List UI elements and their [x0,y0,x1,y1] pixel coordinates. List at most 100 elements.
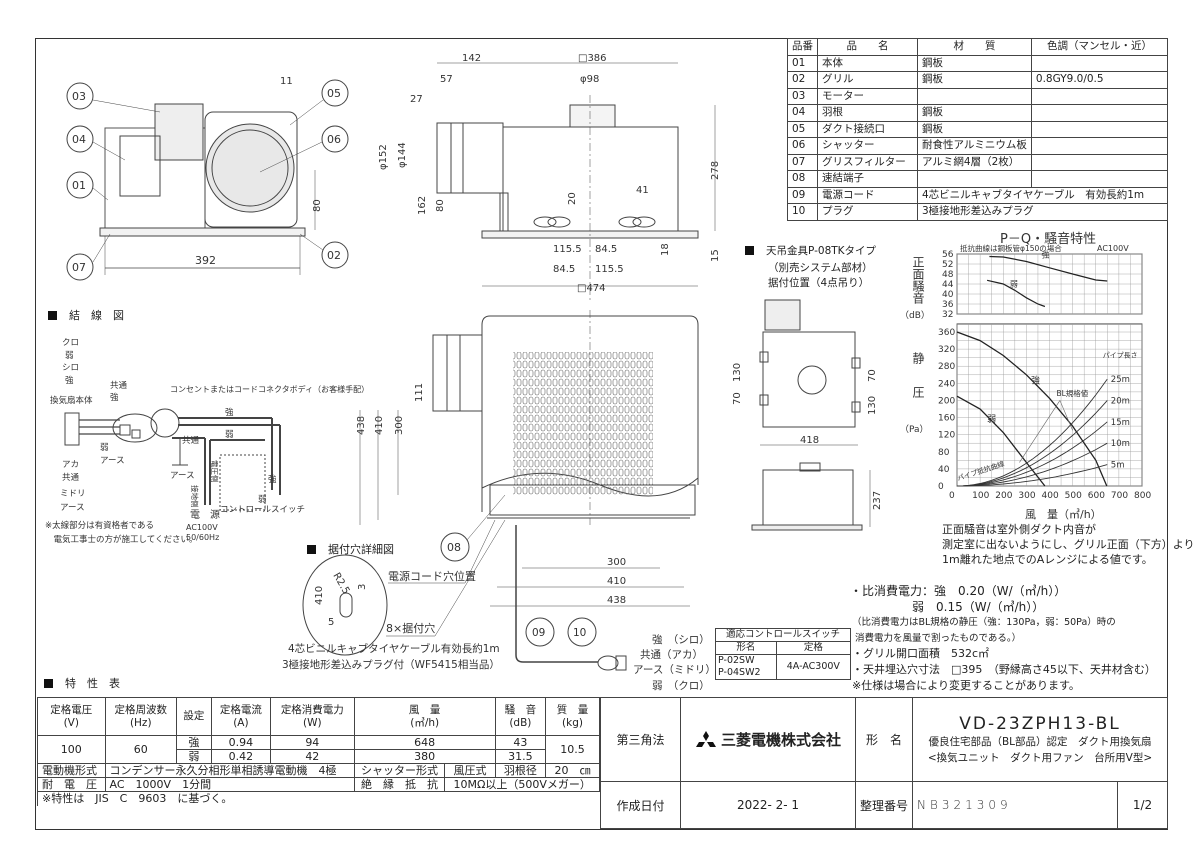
plug-label: 強 （シロ） [652,633,710,646]
dim-label: 84.5 [553,264,575,275]
plug-label: アース（ミドリ） [633,664,716,676]
noise-note: 測定室に出ないようにし、グリル正面（下方）より [942,538,1195,551]
pq-curve-strong [956,331,1108,487]
frequency: 60 [104,735,177,764]
callout-04: 04 [72,133,86,146]
wire-label: 強 [225,407,234,418]
dim-label: 130 [867,396,878,415]
noise: 31.5 [494,749,547,764]
wire-label: 電 源 [190,508,220,521]
dim-label: 300 [607,557,626,568]
header: 定格消費電力 (W) [270,697,355,736]
plug-label: 弱 （クロ） [652,680,710,692]
x-tick-label: 600 [1088,491,1105,501]
table-cell: 鋼板 [917,71,1032,89]
drawing-number: NB321309 [912,781,1118,829]
company-logo: 三菱電機株式会社 [680,697,856,782]
dim-label: φ98 [580,74,599,85]
noise-curve-weak [986,279,1046,308]
spec-table: 定格電圧 (V) 定格周波数 (Hz) 設定 定格電流 (A) 定格消費電力 (… [37,697,600,806]
ceiling-hole: ・天井埋込穴寸法 □395 （野縁高さ45以下、天井材含む） [852,663,1156,676]
wire-label: 弱 [258,495,267,505]
x-axis-label: 風 量（㎥/h） [1025,508,1102,521]
power: 42 [270,749,355,764]
pq-y-label: 静 圧 [911,352,925,403]
dim-label: 115.5 [553,244,582,255]
table-cell [1030,170,1169,188]
dim-label: 80 [435,199,446,212]
x-tick-label: 300 [1018,491,1035,501]
dim-label: 57 [440,74,453,85]
withstand-value: AC 1000V 1分間 [104,777,355,792]
date: 2022- 2- 1 [680,781,856,829]
header: 定格 [775,641,852,655]
pipe-resistance-curve [956,400,1108,487]
wire-label: アース [100,456,125,466]
table-cell: 4芯ビニルキャブタイヤケーブル 有効長約1m [917,186,1168,204]
chart-title: P－Q・騒音特性 [1000,231,1096,247]
y-tick-label: 200 [938,396,955,406]
wire-label: 強 [65,375,74,386]
wiring-section-title: 結 線 図 [48,307,124,323]
dim-label: 70 [732,392,743,405]
side-view: 392 11 80 03 04 01 07 05 06 02 [66,76,349,281]
dim-label: 115.5 [595,264,624,275]
x-tick-label: 700 [1111,491,1128,501]
model-number: VD-23ZPH13-BL [959,713,1121,734]
y-tick-label: 36 [942,300,954,310]
pipe-resistance-curve [956,421,1108,487]
setting: 弱 [175,749,212,764]
dim-label: 84.5 [595,244,617,255]
dim-label: 300 [394,416,405,435]
power-cord: 09 10 4芯ビニルキャブタイヤケーブル有効長約1m 3極接地形差込みプラグ付… [282,525,716,692]
dim-label: φ144 [397,142,408,168]
specific-power: 弱 0.15（W/（㎥/h）） [912,600,1045,614]
dim-label: 410 [607,576,626,587]
mitsubishi-logo-icon [695,730,716,747]
table-cell: プラグ [817,203,918,221]
table-cell [917,87,1032,105]
voltage: 100 [37,735,106,764]
change-note: ※仕様は場合により変更することがあります。 [852,679,1080,692]
wire-label: シロ [62,363,79,373]
bottom-view: 438 410 300 111 300 410 438 08 [356,310,699,607]
switch-model: P-04SW2 [718,667,761,678]
dim-label: □474 [577,283,606,294]
noise-note: 1m離れた地点でのAレンジによる値です。 [942,553,1153,566]
wire-label: 50/60Hz [186,533,219,542]
dim-label: 142 [462,53,481,64]
plug-label: 共通（アカ） [640,649,703,661]
pq-y-unit: （Pa） [900,424,929,435]
mount-holes-label: 8×据付穴 [386,621,435,635]
y-tick-label: 0 [938,482,944,492]
table-cell [1030,104,1169,122]
y-tick-label: 360 [938,328,955,338]
wiring-diagram: クロ 弱 シロ 強 換気扇本体 共通 強 弱 アース アカ 共通 ミドリ アース… [45,338,369,545]
table-cell: 羽根 [817,104,918,122]
callout-09: 09 [532,627,545,639]
dim-label: 3 [357,584,368,590]
wire-label: 強 [268,474,277,485]
drawing-frame [35,38,1168,830]
wire-label: 強 [110,392,119,403]
specific-power-note: （比消費電力はBL規格の静圧（強：130Pa，弱：50Pa）時の [852,617,1116,628]
dim-label: 418 [800,435,819,446]
y-tick-label: 40 [942,290,954,300]
specific-power: ・比消費電力：強 0.20（W/（㎥/h）） [850,584,1067,598]
noise-y-label: 正面騒音 [911,256,925,305]
airflow: 380 [353,749,496,764]
dim-label: 11 [280,76,293,87]
wire-label: 接地側 [190,485,200,508]
series-label: 強 [1041,250,1049,260]
table-cell: 10 [787,203,818,221]
pipe-resistance-curve [956,378,1108,487]
table-cell: 速結端子 [817,170,918,188]
dim-label: 15 [710,249,721,262]
callout-08: 08 [447,541,461,554]
pq-curve-weak [956,395,1046,487]
